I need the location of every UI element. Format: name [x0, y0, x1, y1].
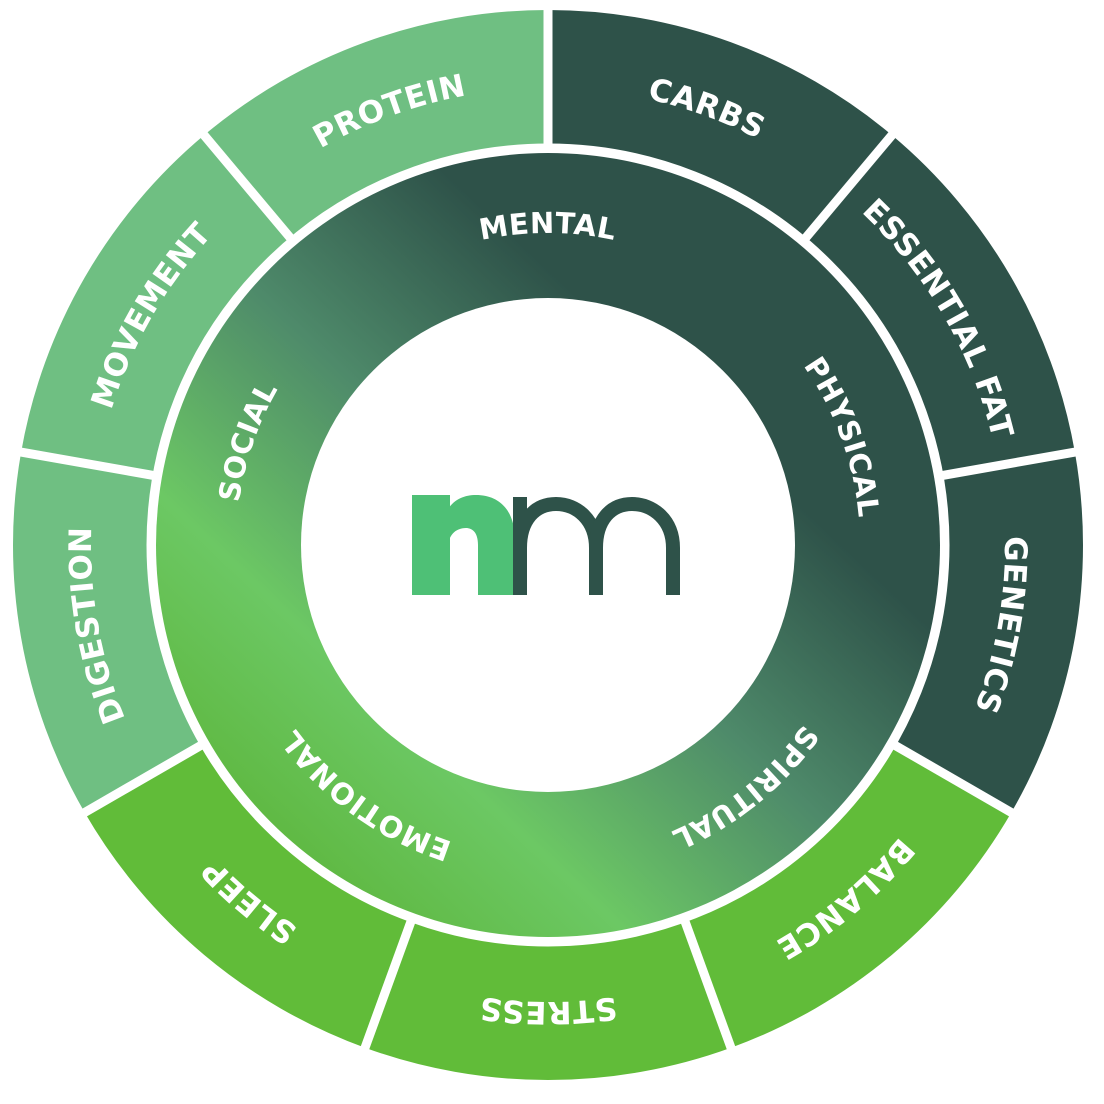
- segment-essential-fat: [803, 135, 1075, 477]
- center-disc: [301, 298, 795, 792]
- logo-letter-n: [412, 495, 515, 595]
- divider-6: [358, 914, 418, 1055]
- outer-ring: [12, 10, 1083, 1081]
- divider-3: [936, 446, 1082, 481]
- segment-dividers: [14, 4, 1082, 1055]
- logo-m-arch-2: [589, 496, 680, 595]
- logo-letter-m: [513, 496, 680, 595]
- nm-logo: [412, 495, 680, 595]
- divider-0: [196, 127, 298, 246]
- divider-2: [798, 127, 900, 246]
- segment-movement: [21, 135, 293, 477]
- segment-digestion: [12, 452, 205, 813]
- label-stress: STRESS: [477, 990, 619, 1031]
- segment-sleep: [84, 743, 413, 1048]
- divider-4: [887, 738, 1019, 820]
- segment-genetics: [891, 452, 1083, 813]
- segment-stress: [365, 918, 731, 1081]
- segment-balance: [683, 743, 1012, 1048]
- divider-7: [77, 738, 209, 820]
- divider-5: [678, 914, 738, 1055]
- separator-ring: [146, 143, 950, 947]
- divider-8: [14, 446, 160, 481]
- logo-n-arch: [440, 495, 515, 595]
- segment-protein: [204, 10, 548, 241]
- segment-carbs: [548, 10, 892, 241]
